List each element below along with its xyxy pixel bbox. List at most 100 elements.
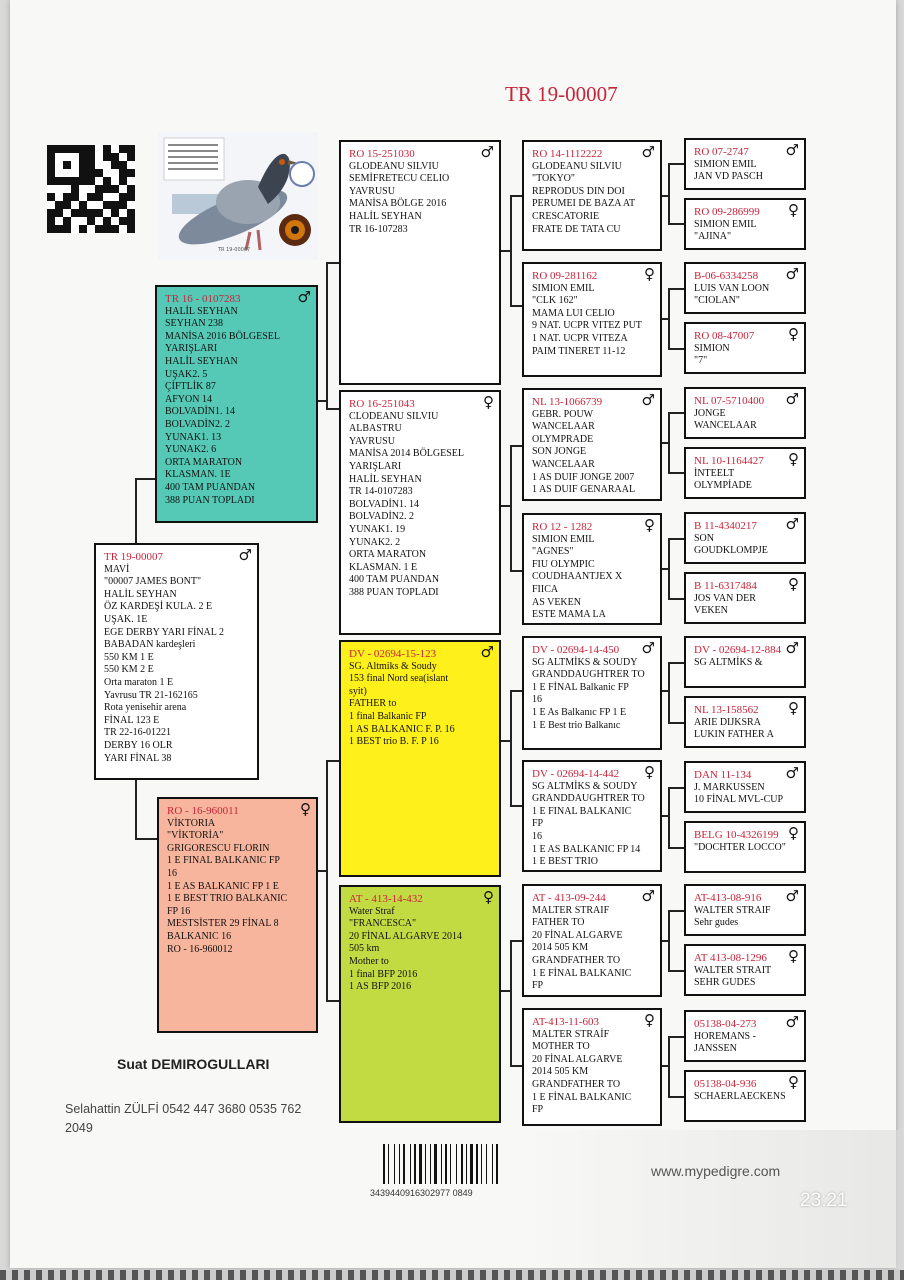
pedigree-text-line: BOLVADİN1. 14 [349, 498, 420, 510]
pedigree-text-line: GLODEANU SILVIU [532, 160, 622, 172]
pedigree-text-line: YAVRUSU [349, 185, 395, 197]
barcode-bar [414, 1144, 416, 1184]
pedigree-text-line: 10 FİNAL MVL-CUP [694, 794, 784, 806]
pedigree-text-line: J. MARKUSSEN [694, 781, 765, 793]
qr-module [63, 193, 71, 201]
barcode-bar [476, 1144, 478, 1184]
pedigree-text-line: BALKANIC 16 [167, 930, 232, 942]
connector [501, 505, 512, 507]
female-symbol-icon: ♀ [483, 888, 494, 906]
ring-number: RO 15-251030 [349, 148, 415, 160]
pedigree-text-line: Sehr gudes [694, 917, 739, 929]
barcode-bar [496, 1144, 498, 1184]
pedigree-text-line: GRANDDAUGHTRER TO [532, 669, 645, 681]
pedigree-text-line: İNTEELT [694, 467, 735, 479]
qr-module [55, 153, 63, 161]
qr-module [111, 185, 119, 193]
qr-module [87, 161, 95, 169]
pedigree-text-line: Orta maraton 1 E [104, 676, 174, 688]
pedigree-text-line: HALİL SEYHAN [104, 588, 177, 600]
connector [668, 288, 684, 290]
qr-module [55, 193, 63, 201]
pedigree-text-line: 388 PUAN TOPLADI [349, 586, 439, 598]
pedigree-text-line: ESTE MAMA LA [532, 609, 606, 621]
pedigree-text-line: ORTA MARATON [165, 456, 243, 468]
pedigree-text-line: "AGNES" [532, 546, 574, 558]
ring-number: B 11-6317484 [694, 580, 757, 592]
male-symbol-icon: ♂ [785, 764, 799, 782]
pedigree-text-line: VEKEN [694, 605, 728, 617]
pedigree-text-line: 1 E AS BALKANIC FP 1 E [167, 880, 279, 892]
ring-number: RO 09-286999 [694, 206, 760, 218]
pedigree-text-line: UŞAK. 1E [104, 613, 148, 625]
male-symbol-icon: ♂ [297, 288, 311, 306]
pedigree-box-g12[interactable]: ♀BELG 10-4326199"DOCHTER LOCCO" [684, 821, 806, 873]
pedigree-text-line: 1 final BFP 2016 [349, 968, 418, 980]
pedigree-text-line: YARIŞLARI [349, 460, 402, 472]
pedigree-text-line: RO - 16-960012 [167, 943, 233, 955]
ring-number: AT - 413-14-432 [349, 893, 423, 905]
qr-module [127, 161, 135, 169]
qr-module [87, 209, 95, 217]
connector [662, 442, 670, 444]
qr-module [79, 217, 87, 225]
website-link[interactable]: www.mypedigre.com [651, 1163, 781, 1179]
qr-module [127, 177, 135, 185]
pedigree-text-line: BOLVADİN1. 14 [165, 406, 236, 418]
ring-number: RO 16-251043 [349, 398, 415, 410]
qr-module [55, 217, 63, 225]
qr-module [111, 145, 119, 153]
barcode-bar [410, 1144, 411, 1184]
qr-module [119, 145, 127, 153]
connector [326, 760, 328, 1000]
connector [510, 1065, 522, 1067]
pedigree-text-line: 1 E Best trio Balkanıc [532, 719, 621, 731]
pedigree-text-line: 1 E FINAL BALKANIC [532, 805, 632, 817]
qr-module [95, 153, 103, 161]
pedigree-text-line: SIMION EMIL [532, 533, 595, 545]
pedigree-text-line: YARIŞLARI [165, 343, 218, 355]
ring-number: 05138-04-936 [694, 1078, 757, 1090]
connector [668, 847, 684, 849]
barcode-bar [450, 1144, 451, 1184]
qr-module [87, 201, 95, 209]
pedigree-text-line: MANİSA 2014 BÖLGESEL [349, 448, 465, 460]
qr-module [79, 153, 87, 161]
qr-code [47, 145, 135, 233]
qr-module [127, 185, 135, 193]
ring-number: DAN 11-134 [694, 769, 752, 781]
connector [668, 163, 684, 165]
barcode-bar [441, 1144, 442, 1184]
pedigree-text-line: LUKIN FATHER A [694, 729, 774, 741]
